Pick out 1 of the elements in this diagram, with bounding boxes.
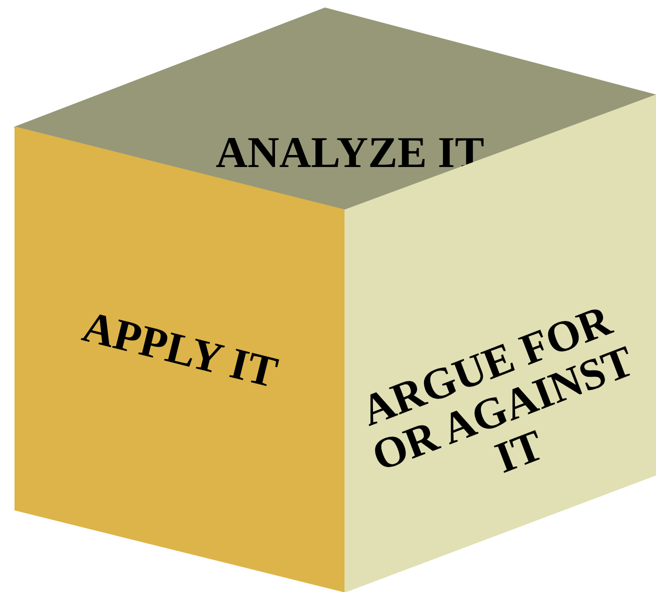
face-label: APPLY IT: [76, 300, 284, 400]
